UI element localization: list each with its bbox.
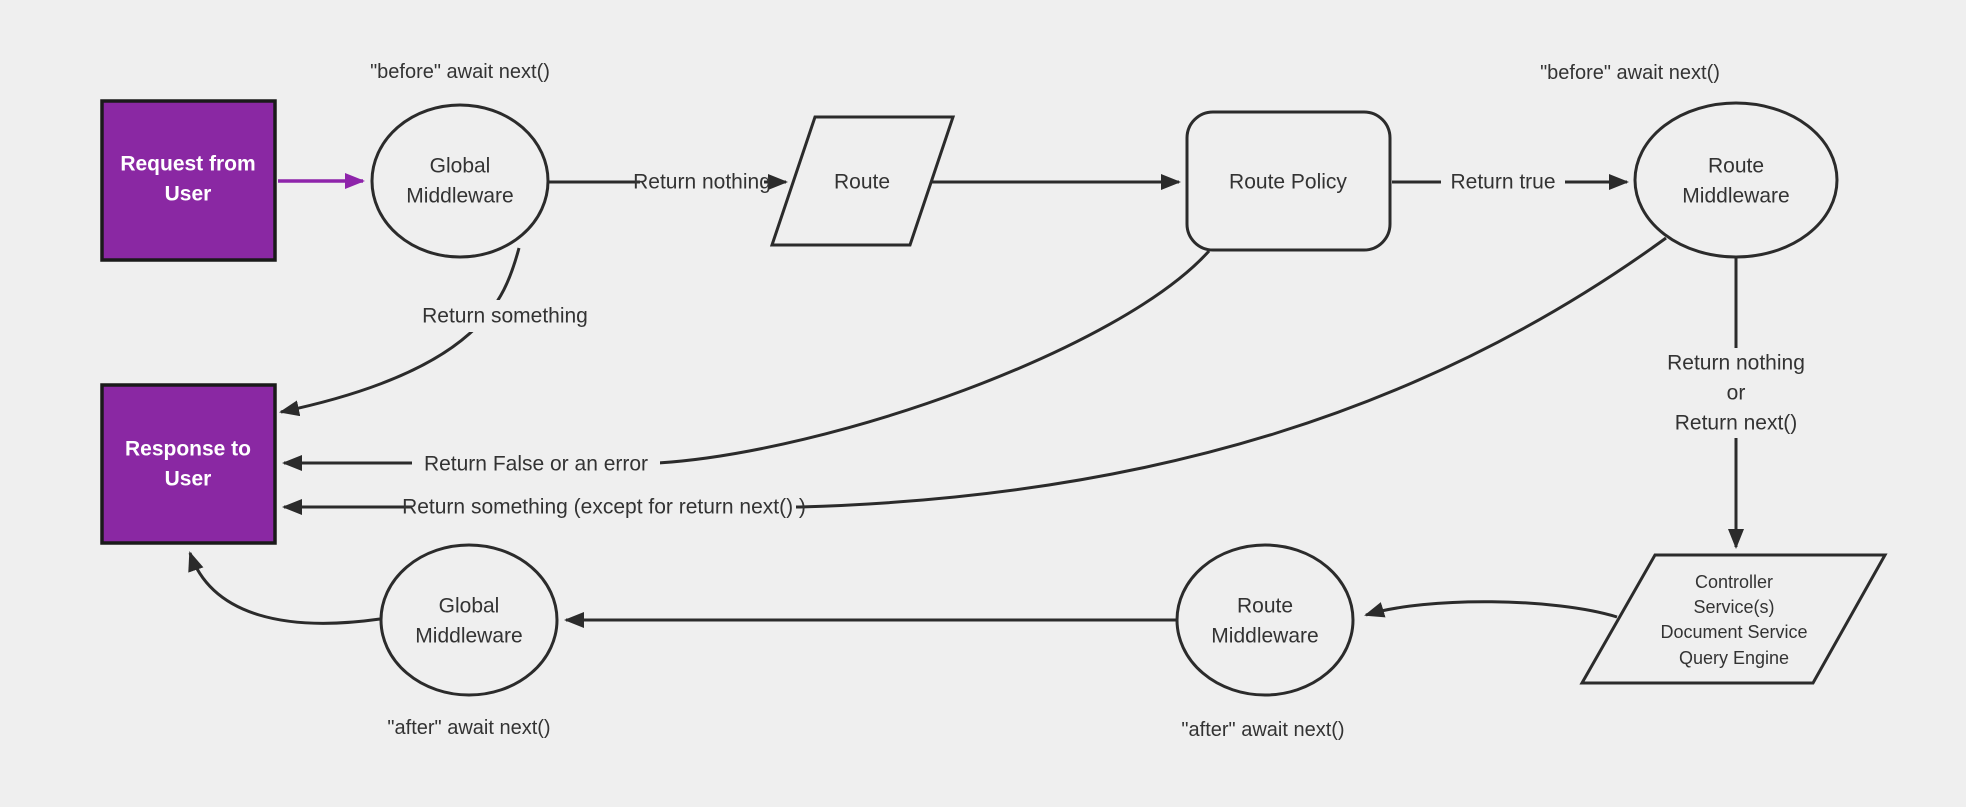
controller-services-label-line1: Controller (1695, 572, 1773, 592)
return-nothing-or-next-label-line1: Return nothing (1667, 352, 1805, 375)
return-something-label: Return something (422, 305, 588, 328)
controller-services-label-line4: Query Engine (1679, 648, 1789, 668)
return-something-label-bg (413, 300, 597, 332)
edge-controller-to-route-middleware-after (1364, 600, 1618, 619)
route-middleware-bottom-label-line1: Route (1237, 595, 1293, 618)
return-true-label-bg (1441, 167, 1565, 197)
response-to-user-label-line1: Response to (125, 438, 251, 461)
route-middleware-bottom-label-line2: Middleware (1211, 625, 1318, 648)
before-await-next-right-annotation: "before" await next() (1540, 62, 1720, 84)
route-middleware-top-label-line2: Middleware (1682, 185, 1789, 208)
return-something-except-label-bg (412, 491, 796, 523)
request-from-user-node (100, 99, 277, 262)
global-middleware-top-node (370, 103, 550, 259)
controller-services-node (1579, 553, 1888, 685)
request-from-user-label-line2: User (165, 183, 212, 206)
global-middleware-top-label-line2: Middleware (406, 185, 513, 208)
request-from-user-label-line1: Request from (120, 153, 255, 176)
return-nothing-or-next-label-line2: or (1727, 382, 1746, 405)
return-nothing-label: Return nothing (633, 171, 771, 194)
response-to-user-node (100, 383, 277, 545)
edge-route-middleware-to-response (282, 236, 1667, 515)
return-false-label-bg (412, 448, 660, 480)
controller-services-label-line3: Document Service (1660, 622, 1807, 642)
controller-services-label-line2: Service(s) (1693, 597, 1774, 617)
route-node (769, 115, 956, 247)
return-nothing-or-next-label-line3: Return next() (1675, 412, 1798, 435)
route-middleware-bottom-node (1175, 543, 1355, 697)
return-something-except-label: Return something (except for return next… (402, 496, 806, 519)
return-true-label: Return true (1450, 171, 1555, 194)
route-middleware-top-node (1633, 101, 1839, 259)
after-await-next-right-annotation: "after" await next() (1181, 719, 1344, 741)
return-nothing-label-bg (640, 167, 764, 197)
global-middleware-top-label-line1: Global (430, 155, 491, 178)
route-policy-label: Route Policy (1229, 171, 1347, 194)
response-to-user-label-line2: User (165, 468, 212, 491)
edge-global-middleware-to-response (279, 247, 521, 417)
route-label: Route (834, 171, 890, 194)
return-false-label: Return False or an error (424, 453, 648, 476)
global-middleware-bottom-label-line2: Middleware (415, 625, 522, 648)
edge-global-middleware-after-to-response (188, 551, 381, 625)
global-middleware-bottom-label-line1: Global (439, 595, 500, 618)
edge-route-policy-to-response (282, 249, 1211, 471)
global-middleware-bottom-node (379, 543, 559, 697)
after-await-next-left-annotation: "after" await next() (387, 717, 550, 739)
return-nothing-or-next-label-bg (1643, 348, 1829, 438)
before-await-next-left-annotation: "before" await next() (370, 61, 550, 83)
route-middleware-top-label-line1: Route (1708, 155, 1764, 178)
route-policy-node (1185, 110, 1392, 252)
